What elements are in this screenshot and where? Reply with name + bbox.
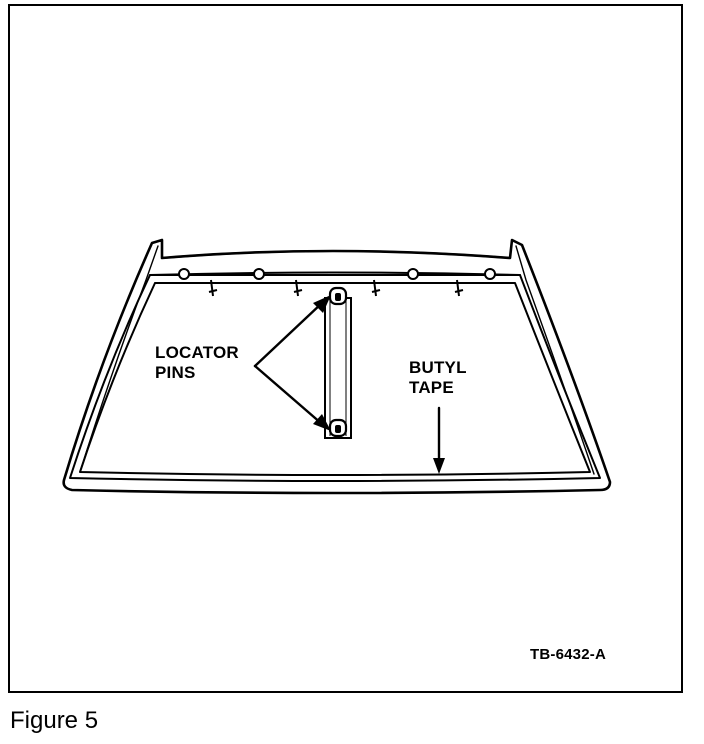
locator-label-line2: PINS (155, 362, 196, 382)
figure-caption: Figure 5 (10, 707, 99, 734)
header-band-top (161, 250, 511, 259)
header-band-bottom (149, 271, 521, 276)
clip-hole-3 (407, 268, 419, 280)
clip-tick-4 (454, 279, 464, 297)
butyl-label-line1: BUTYL (409, 358, 467, 377)
reference-code: TB-6432-A (530, 646, 606, 663)
locator-label-line1: LOCATOR (155, 343, 239, 362)
clip-hole-1 (178, 268, 190, 280)
arrowhead-butyl (433, 458, 445, 474)
locator-pin-bottom-core (335, 425, 341, 433)
locator-spacer (324, 297, 352, 439)
locator-pins-label: LOCATOR PINS (155, 343, 239, 382)
arrowhead-locator-bottom (313, 414, 331, 431)
butyl-tape-label: BUTYL TAPE (409, 358, 467, 397)
butyl-tape-inner (79, 282, 591, 476)
left-trim (79, 245, 159, 473)
clip-tick-1 (208, 279, 218, 297)
arrow-locator-bottom-shaft (253, 364, 324, 426)
clip-tick-3 (371, 279, 381, 297)
right-trim (515, 245, 595, 475)
clip-hole-2 (253, 268, 265, 280)
arrowhead-locator-top (313, 295, 331, 313)
clip-tick-2 (293, 279, 303, 297)
figure-frame (8, 4, 683, 693)
butyl-label-line2: TAPE (409, 377, 454, 397)
locator-pin-top-core (335, 293, 341, 301)
clip-hole-4 (484, 268, 496, 280)
arrow-locator-top-shaft (253, 301, 324, 368)
